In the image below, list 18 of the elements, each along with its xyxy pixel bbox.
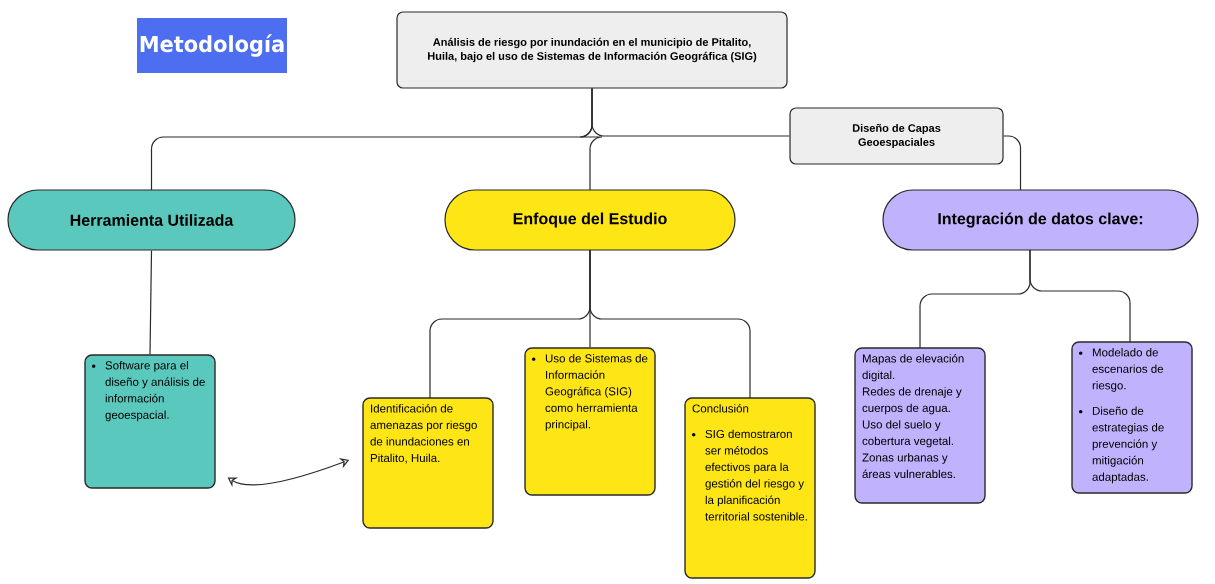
info-card: Software para el diseño y análisis de información geoespacial. <box>84 354 216 489</box>
main-topic-box: Análisis de riesgo por inundación en el municipio de Pitalito, Huila, bajo el uso de Sistemas de Información Geográfica (SIG) <box>396 11 788 89</box>
connector-line <box>149 250 153 355</box>
info-card: Identificación de amenazas por riesgo de inundaciones en Pitalito, Huila. <box>362 397 494 529</box>
connector-line <box>1003 135 1022 191</box>
category-pill: Enfoque del Estudio <box>444 189 736 251</box>
category-pill: Integración de datos clave: <box>882 189 1199 251</box>
connector-line <box>1029 249 1131 343</box>
title-banner: Metodología <box>137 18 287 73</box>
info-card: Uso de Sistemas de Información Geográfica (SIG) como herramienta principal. <box>524 347 656 496</box>
subtopic-box: Diseño de Capas Geoespaciales <box>789 107 1004 165</box>
connector-line <box>591 88 790 137</box>
info-card: Conclusión SIG demostraron ser métodos efectivos para la gestión del riesgo y la planificación territorial sostenible. <box>684 397 816 579</box>
connector-line <box>589 249 751 399</box>
info-card: Mapas de elevación digital. Redes de drenaje y cuerpos de agua. Uso del suelo y cobertura vegetal. Zonas urbanas y áreas vulnerables. <box>854 347 986 504</box>
connector-line <box>579 87 603 191</box>
category-pill: Herramienta Utilizada <box>7 189 296 251</box>
info-card: Modelado de escenarios de riesgo. Diseño de estrategias de prevención y mitigación adaptadas. <box>1071 341 1193 494</box>
